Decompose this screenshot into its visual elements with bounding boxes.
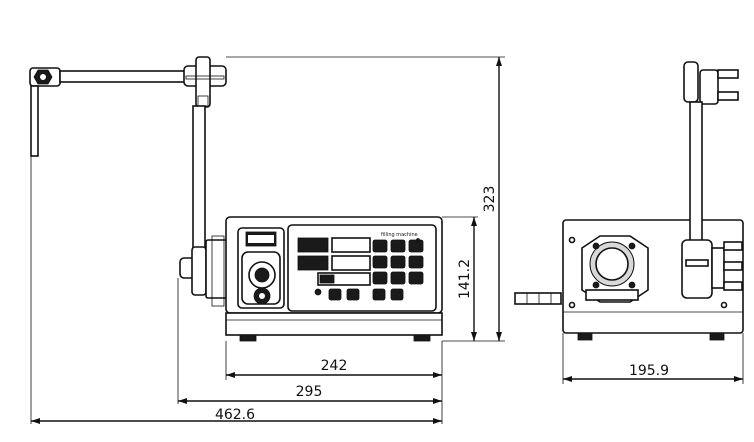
dim-295: 295 xyxy=(296,384,323,400)
dim-195-9: 195.9 xyxy=(629,363,669,379)
dim-462-6: 462.6 xyxy=(215,407,255,423)
lower-cross-clamp xyxy=(179,235,229,307)
side-post xyxy=(681,61,743,299)
vertical-post xyxy=(192,105,206,257)
dim-323: 323 xyxy=(482,186,498,213)
panel-buttons xyxy=(328,239,424,301)
upper-cross-clamp xyxy=(183,56,227,108)
panel-brand: filling machine xyxy=(381,232,418,238)
machine-body-front: filling machine xyxy=(225,216,443,342)
side-nozzle xyxy=(514,292,562,305)
dim-141-2: 141.2 xyxy=(457,259,473,299)
side-view: 195.9 xyxy=(514,61,744,384)
front-view: filling machine xyxy=(29,56,505,424)
horizontal-arm xyxy=(29,67,186,157)
dimension-depth: 195.9 xyxy=(562,333,744,384)
dimension-widths: 242 295 462.6 xyxy=(30,156,443,424)
dim-242: 242 xyxy=(321,358,348,374)
dimension-height-body: 141.2 xyxy=(442,216,478,341)
side-pump-head xyxy=(581,235,649,303)
